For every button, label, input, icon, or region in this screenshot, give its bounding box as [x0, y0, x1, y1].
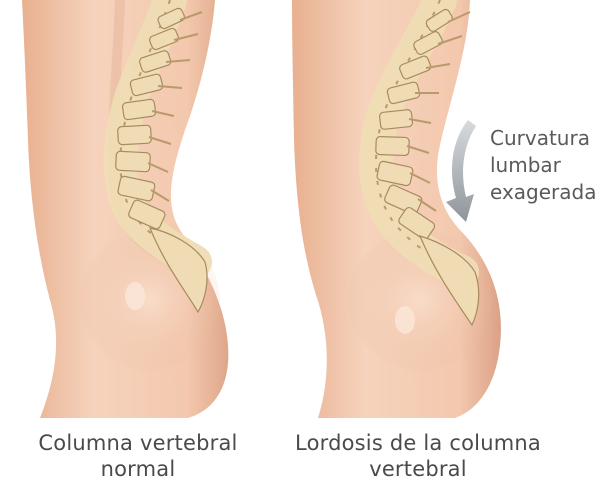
curvature-annotation: Curvatura lumbar exagerada — [490, 125, 596, 206]
annotation-line-2: lumbar — [490, 152, 596, 179]
caption-line-1: Columna vertebral — [18, 430, 258, 456]
annotation-line-3: exagerada — [490, 179, 596, 206]
caption-line-1: Lordosis de la columna — [268, 430, 568, 456]
curvature-arrow-icon — [446, 120, 476, 222]
caption-line-2: vertebral — [268, 456, 568, 482]
lordosis-caption: Lordosis de la columna vertebral — [268, 430, 568, 482]
normal-spine-caption: Columna vertebral normal — [18, 430, 258, 482]
normal-spine-illustration — [22, 0, 228, 418]
annotation-line-1: Curvatura — [490, 125, 596, 152]
caption-line-2: normal — [18, 456, 258, 482]
